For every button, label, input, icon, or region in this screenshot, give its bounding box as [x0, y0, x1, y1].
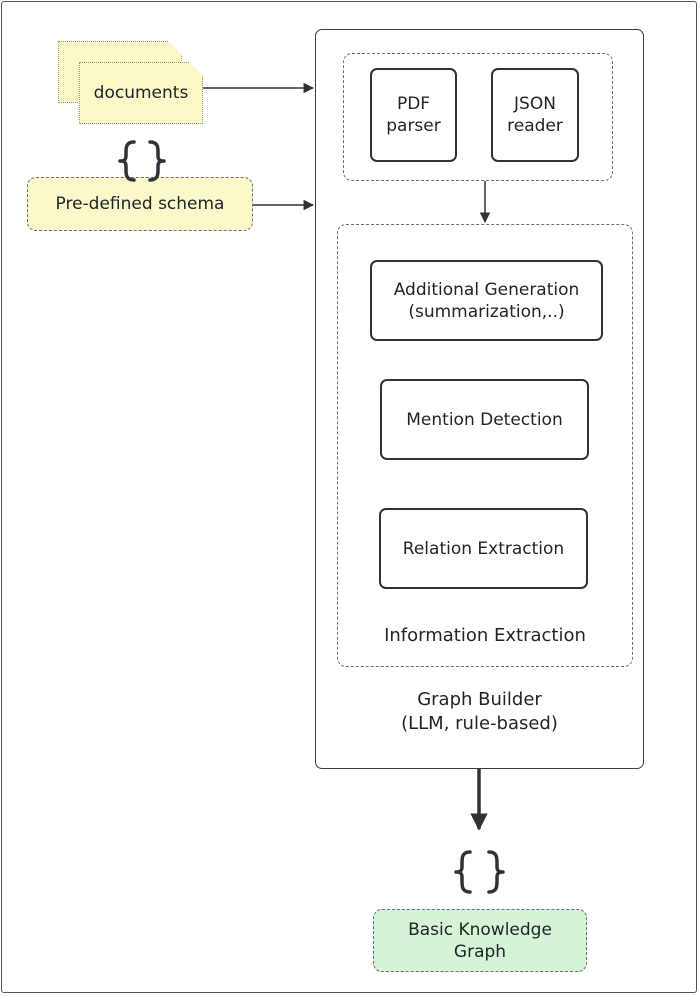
information-extraction-group [337, 224, 633, 667]
predefined-schema-node: Pre-defined schema [27, 177, 253, 231]
parsers-group [343, 53, 613, 181]
output-line1: Basic Knowledge [408, 919, 552, 940]
basic-knowledge-graph-node: Basic Knowledge Graph [373, 909, 587, 972]
graph-builder-line2: (LLM, rule-based) [401, 713, 558, 734]
relation-extraction-node: Relation Extraction [379, 508, 588, 589]
output-line2: Graph [453, 941, 507, 962]
additional-generation-node: Additional Generation (summarization,..) [370, 260, 603, 341]
mention-detection-node: Mention Detection [380, 379, 589, 460]
pdf-parser-node: PDF parser [370, 68, 457, 162]
documents-node: documents [79, 62, 203, 124]
graph-builder-container [315, 29, 644, 769]
documents-label: documents [93, 83, 189, 103]
predefined-schema-label: Pre-defined schema [55, 194, 225, 214]
json-reader-line1: JSON [514, 94, 556, 114]
graph-builder-caption: Graph Builder (LLM, rule-based) [315, 686, 644, 738]
mention-detection-label: Mention Detection [406, 409, 563, 430]
curly-braces-icon [118, 140, 166, 182]
additional-generation-line1: Additional Generation [393, 279, 580, 300]
information-extraction-title: Information Extraction [384, 625, 586, 646]
additional-generation-line2: (summarization,..) [408, 301, 565, 322]
json-reader-node: JSON reader [491, 68, 579, 162]
relation-extraction-label: Relation Extraction [402, 538, 565, 559]
curly-braces-icon [454, 850, 505, 894]
json-reader-line2: reader [507, 116, 563, 136]
pdf-parser-line1: PDF [396, 94, 431, 114]
graph-builder-line1: Graph Builder [417, 689, 542, 710]
pdf-parser-line2: parser [386, 116, 441, 136]
